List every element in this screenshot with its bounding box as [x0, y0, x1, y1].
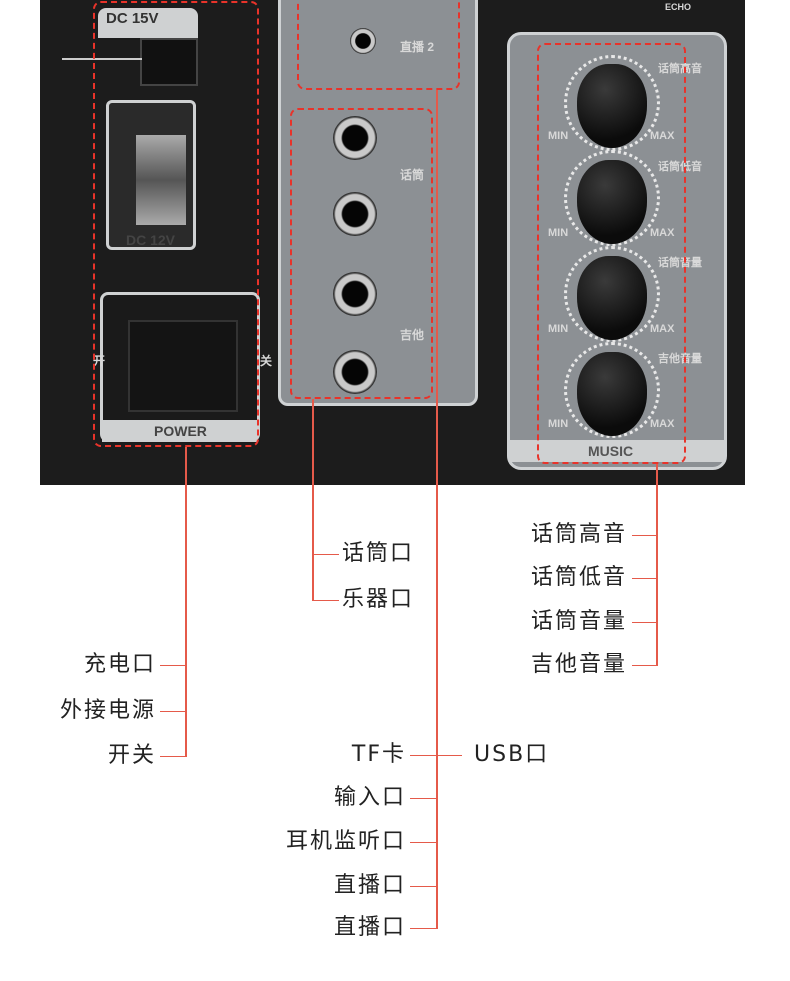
leader-tick: [410, 755, 462, 756]
label-charging-port: 充电口: [83, 652, 156, 677]
leader-tick: [632, 622, 657, 623]
label-headphone-port: 耳机监听口: [285, 829, 406, 854]
label-usb-port: USB口: [474, 742, 550, 767]
leader-line: [312, 399, 314, 601]
knob-mic-bass[interactable]: [577, 160, 647, 244]
label-mic-bass: 话筒低音: [530, 565, 627, 590]
power-highlight-box: [93, 1, 259, 447]
mic-label: 话筒: [400, 168, 425, 182]
min-label: MIN: [548, 130, 569, 142]
label-mic-treble: 话筒高音: [530, 522, 627, 547]
label-mic-port: 话筒口: [342, 541, 415, 566]
mic-jack-1[interactable]: [333, 116, 377, 160]
label-instrument-port: 乐器口: [342, 587, 415, 612]
label-live-port-2: 直播口: [333, 915, 406, 940]
label-power-switch: 开关: [107, 743, 156, 768]
leader-tick: [410, 928, 437, 929]
label-input-port: 输入口: [333, 785, 406, 810]
terminal-screws: [136, 135, 186, 225]
leader-tick: [410, 886, 437, 887]
live2-label: 直播 2: [400, 40, 435, 54]
leader-tick: [160, 711, 186, 712]
knob-mic-treble[interactable]: [577, 64, 647, 148]
music-label: MUSIC: [588, 443, 634, 459]
leader-line: [656, 464, 658, 666]
knob-scale: [564, 55, 660, 151]
knob-highlight-box: [537, 43, 686, 464]
min-label: MIN: [548, 323, 569, 335]
leader-tick: [160, 665, 186, 666]
label-guitar-volume: 吉他音量: [530, 652, 627, 677]
knob-scale: [564, 246, 660, 342]
live1-jack[interactable]: [350, 28, 376, 54]
leader-tick: [313, 554, 339, 555]
product-photo: DC 15V DC 12V POWER 开 关 直播 2 话筒 吉他 ECHO …: [40, 0, 745, 485]
leader-tick: [632, 578, 657, 579]
knob-label: 话筒高音: [658, 63, 702, 75]
dc-jack: [140, 38, 198, 86]
knob-label: 话筒低音: [658, 161, 702, 173]
dc12-label: DC 12V: [126, 232, 176, 248]
music-plate: [510, 440, 724, 462]
label-tf-card: TF卡: [351, 742, 406, 767]
power-plate: [102, 420, 258, 442]
label-mic-volume: 话筒音量: [530, 609, 627, 634]
echo-label: ECHO: [665, 2, 692, 12]
dc15-label-plate: [98, 8, 198, 38]
polarity-icon: [62, 58, 142, 60]
power-switch[interactable]: [128, 320, 238, 412]
knob-scale: [564, 342, 660, 438]
max-label: MAX: [650, 323, 675, 335]
max-label: MAX: [650, 227, 675, 239]
on-label: 开: [93, 354, 106, 368]
max-label: MAX: [650, 418, 675, 430]
input-panel: [278, 0, 478, 406]
guitar-jack-1[interactable]: [333, 272, 377, 316]
leader-tick: [313, 600, 339, 601]
max-label: MAX: [650, 130, 675, 142]
dc15-label: DC 15V: [106, 10, 159, 27]
leader-line: [436, 90, 438, 929]
knob-mic-volume[interactable]: [577, 256, 647, 340]
power-label: POWER: [154, 423, 207, 439]
leader-tick: [632, 535, 657, 536]
knob-scale: [564, 150, 660, 246]
guitar-jack-2[interactable]: [333, 350, 377, 394]
label-live-port-1: 直播口: [333, 873, 406, 898]
leader-tick: [410, 842, 437, 843]
guitar-label: 吉他: [400, 328, 425, 342]
min-label: MIN: [548, 227, 569, 239]
leader-tick: [410, 798, 437, 799]
mic-jack-2[interactable]: [333, 192, 377, 236]
min-label: MIN: [548, 418, 569, 430]
input-highlight-box: [290, 108, 433, 399]
knob-label: 话筒音量: [658, 257, 702, 269]
off-label: 关: [260, 354, 273, 368]
top-highlight-box: [297, 0, 460, 90]
leader-line: [185, 447, 187, 757]
leader-tick: [632, 665, 657, 666]
knob-label: 吉他音量: [658, 353, 702, 365]
knob-guitar-volume[interactable]: [577, 352, 647, 436]
leader-tick: [160, 756, 186, 757]
label-external-power: 外接电源: [59, 698, 156, 723]
